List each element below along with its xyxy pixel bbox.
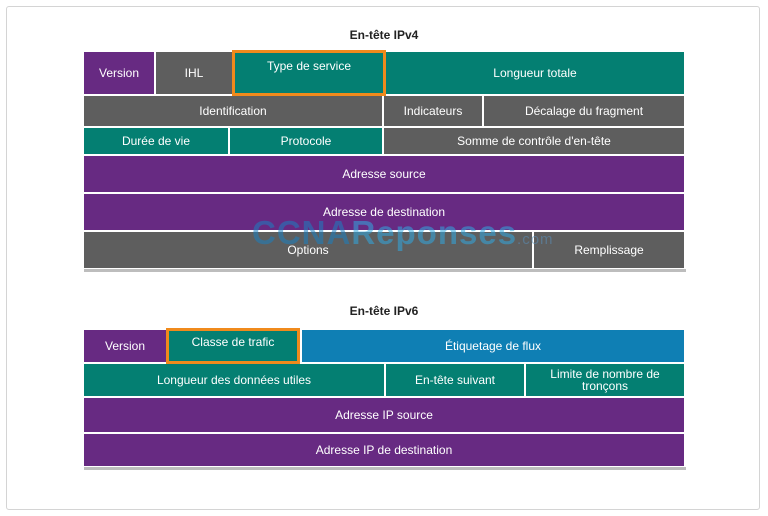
- ipv4-title: En-tête IPv4: [349, 28, 419, 42]
- ipv4-version-field: Version: [84, 52, 156, 96]
- ipv4-flags-field: Indicateurs: [384, 96, 484, 128]
- ipv4-source-address-field: Adresse source: [84, 156, 686, 194]
- ipv6-flow-label-field: Étiquetage de flux: [302, 330, 686, 364]
- ipv6-version-field: Version: [84, 330, 168, 364]
- ipv4-protocol-field: Protocole: [230, 128, 384, 156]
- ipv6-hop-limit-field: Limite de nombre de tronçons: [526, 364, 686, 398]
- ipv4-type-of-service-highlight: Type de service: [232, 50, 386, 96]
- ipv4-padding-field: Remplissage: [534, 232, 686, 270]
- ipv6-table-shadow: [84, 467, 686, 470]
- ipv4-identification-field: Identification: [84, 96, 384, 128]
- ipv6-source-address-field: Adresse IP source: [84, 398, 686, 434]
- ipv4-table-shadow: [84, 269, 686, 272]
- ipv6-traffic-class-highlight: Classe de trafic: [166, 328, 300, 364]
- ipv6-next-header-field: En-tête suivant: [386, 364, 526, 398]
- ipv4-total-length-field: Longueur totale: [386, 52, 686, 96]
- ipv4-destination-address-field: Adresse de destination: [84, 194, 686, 232]
- figure-frame: [6, 6, 760, 510]
- ipv4-ttl-field: Durée de vie: [84, 128, 230, 156]
- ipv6-destination-address-field: Adresse IP de destination: [84, 434, 686, 468]
- ipv6-title: En-tête IPv6: [349, 304, 419, 318]
- ipv4-options-field: Options: [84, 232, 534, 270]
- ipv4-ihl-field: IHL: [156, 52, 234, 96]
- ipv4-fragment-offset-field: Décalage du fragment: [484, 96, 686, 128]
- ipv6-payload-length-field: Longueur des données utiles: [84, 364, 386, 398]
- ipv4-checksum-field: Somme de contrôle d'en-tête: [384, 128, 686, 156]
